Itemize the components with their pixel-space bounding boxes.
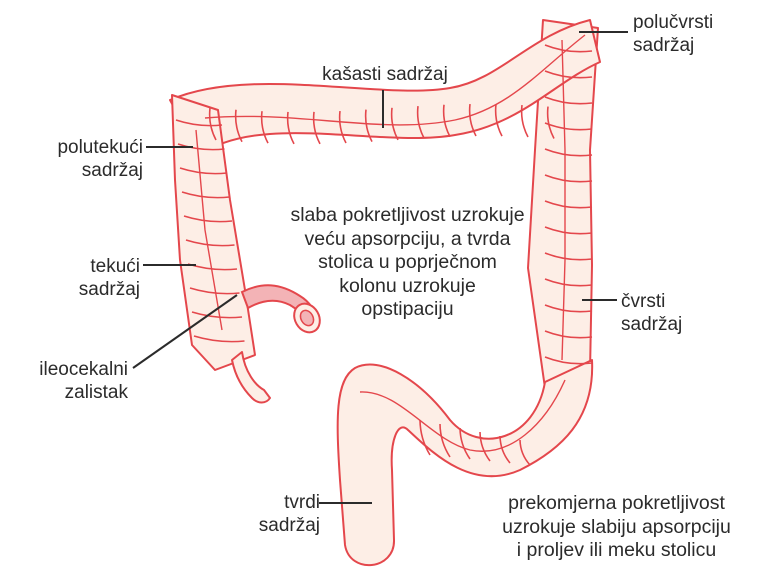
label-hard-line2: sadržaj [0, 514, 320, 537]
label-solid-line2: sadržaj [621, 313, 682, 336]
label-hard: tvrdi sadržaj [0, 491, 320, 537]
label-liquid-line1: tekući [0, 255, 140, 278]
label-semi-liquid-line1: polutekući [0, 136, 143, 159]
label-semi-liquid: polutekući sadržaj [0, 136, 143, 182]
label-semi-solid-line1: polučvrsti [633, 11, 713, 34]
label-ileocecal-line2: zalistak [0, 381, 128, 404]
caption-slow-line1: slaba pokretljivost uzrokuje [255, 204, 560, 228]
label-semi-liquid-line2: sadržaj [0, 159, 143, 182]
label-liquid: tekući sadržaj [0, 255, 140, 301]
appendix [232, 352, 270, 403]
label-ileocecal-valve: ileocekalni zalistak [0, 358, 128, 404]
label-solid-line1: čvrsti [621, 290, 682, 313]
caption-slow-line3: stolica u poprječnom [255, 251, 560, 275]
caption-fast-line2: uzrokuje slabiju apsorpciju [465, 516, 768, 540]
caption-slow-motility: slaba pokretljivost uzrokuje veću apsorp… [255, 204, 560, 322]
caption-fast-line3: i proljev ili meku stolicu [465, 539, 768, 563]
label-solid: čvrsti sadržaj [621, 290, 682, 336]
label-mushy-line1: kašasti sadržaj [300, 63, 470, 86]
caption-slow-line5: opstipaciju [255, 298, 560, 322]
caption-slow-line2: veću apsorpciju, a tvrda [255, 228, 560, 252]
label-semi-solid-line2: sadržaj [633, 34, 713, 57]
label-ileocecal-line1: ileocekalni [0, 358, 128, 381]
caption-fast-line1: prekomjerna pokretljivost [465, 492, 768, 516]
caption-fast-motility: prekomjerna pokretljivost uzrokuje slabi… [465, 492, 768, 563]
label-semi-solid: polučvrsti sadržaj [633, 11, 713, 57]
caption-slow-line4: kolonu uzrokuje [255, 275, 560, 299]
label-hard-line1: tvrdi [0, 491, 320, 514]
label-mushy: kašasti sadržaj [300, 63, 470, 86]
label-liquid-line2: sadržaj [0, 278, 140, 301]
